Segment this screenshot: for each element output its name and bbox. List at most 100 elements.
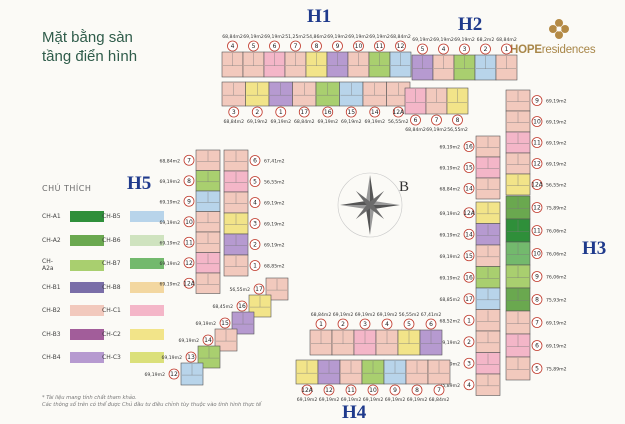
unit-area: 69,19m2 (327, 34, 348, 40)
apartment-unit[interactable]: 168,84m2 (495, 37, 518, 81)
unit-number-badge (463, 314, 475, 326)
apartment-unit[interactable]: 169,19m2 (268, 81, 293, 125)
unit-number: 9 (336, 43, 340, 50)
apartment-unit[interactable]: 369,19m2 (353, 312, 377, 356)
apartment-unit[interactable]: 969,19m2 (159, 190, 221, 212)
apartment-unit[interactable]: 869,19m2 (405, 359, 429, 403)
apartment-unit[interactable]: 268,2m2 (474, 37, 497, 81)
apartment-unit[interactable]: 768,84m2 (159, 149, 221, 171)
apartment-unit[interactable]: 168,84m2 (309, 312, 333, 356)
unit-number-badge (531, 137, 543, 148)
unit-number-badge (463, 207, 475, 219)
unit-number-badge (249, 197, 261, 208)
apartment-unit[interactable]: 556,55m2 (397, 312, 421, 356)
legend-item: CH-C1 (102, 305, 164, 316)
apartment-unit[interactable]: 856,55m2 (446, 87, 469, 133)
legend-item: CH-B1 (42, 281, 104, 293)
unit-area: 69,19m2 (159, 240, 180, 246)
apartment-unit[interactable]: 751,25m2 (284, 34, 307, 78)
legend-item: CH-B6 (102, 234, 164, 246)
apartment-unit[interactable]: 369,19m2 (453, 37, 476, 81)
unit-number: 16 (324, 109, 332, 116)
apartment-unit[interactable]: 168,52m2 (439, 309, 501, 332)
unit-number-badge (463, 141, 475, 152)
apartment-unit[interactable]: 569,19m2 (242, 34, 265, 78)
apartment-unit[interactable]: 9 69,19m2 (326, 34, 349, 78)
apartment-unit[interactable]: 269,19m2 (439, 330, 501, 353)
unit-number-badge (249, 218, 261, 229)
apartment-unit[interactable]: 668,84m2 (404, 87, 427, 133)
legend-item: CH-B5 (102, 211, 164, 222)
unit-area: 69,19m2 (159, 220, 180, 226)
apartment-unit[interactable]: 667,41m2 (419, 312, 443, 356)
apartment-unit[interactable]: 669,19m2 (263, 34, 286, 78)
apartment-unit[interactable]: 469,19m2 (432, 37, 455, 81)
unit-area: 68,84m2 (390, 34, 411, 40)
legend-item-label: CH-C2 (102, 330, 121, 338)
apartment-unit[interactable]: 475,89m2 (439, 373, 501, 396)
apartment-unit[interactable]: 769,19m2 (425, 87, 448, 133)
unit-number-badge (298, 106, 310, 118)
apartment-unit[interactable]: 569,19m2 (411, 37, 434, 81)
apartment-unit[interactable]: 854,86m2 (305, 34, 328, 78)
apartment-unit[interactable]: 368,84m2 (221, 81, 246, 125)
apartment-unit[interactable]: 269,19m2 (331, 312, 355, 356)
building-label-h2: H2 (458, 14, 483, 35)
apartment-unit[interactable]: 269,19m2 (245, 81, 270, 125)
unit-area: 69,19m2 (195, 321, 216, 327)
apartment-unit[interactable]: 869,19m2 (159, 170, 221, 192)
apartment-unit[interactable]: 969,19m2 (383, 359, 407, 403)
apartment-unit[interactable]: 469,19m2 (375, 312, 399, 356)
apartment-unit[interactable]: 468,84m2 (221, 34, 244, 78)
apartment-unit[interactable]: 768,84m2 (427, 359, 451, 403)
